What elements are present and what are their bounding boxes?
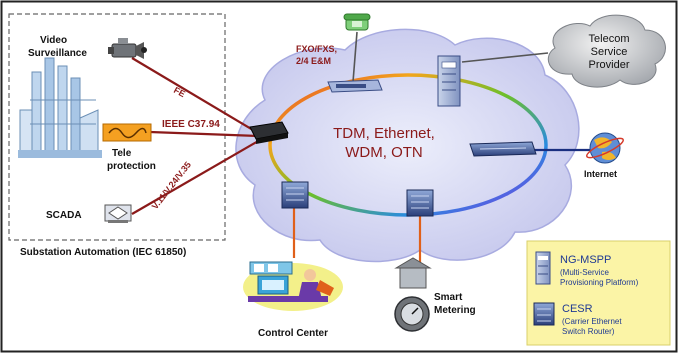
video-label-line2: Surveillance [28,48,87,59]
legend-cesr-icon [533,302,555,326]
video-label-line1: Video [40,35,67,46]
top-mspp-node-icon [327,79,383,93]
telecom-label-line1: Telecom [589,33,630,45]
bottom-right-cesr-node-icon [406,189,434,217]
tele-label-line2: protection [107,161,156,172]
edge-switch-icon [249,121,289,144]
serial-label: V.11/V.24/V.35 [150,160,193,212]
metering-label-line1: Smart [434,292,463,303]
fe-label: FE [172,85,187,99]
metering-label-line2: Metering [434,305,476,316]
legend-mspp-line1: (Multi-Service [560,268,609,277]
telecom-link [461,52,549,63]
ieee-label: IEEE C37.94 [162,119,220,130]
legend-mspp-line2: Provisioning Platform) [560,278,639,287]
telecom-label-line2: Service [591,46,628,58]
legend-cesr-line1: (Carrier Ethernet [562,317,622,326]
cloud-label-line2: WDM, OTN [345,144,422,161]
legend-box [526,240,671,346]
transport-cloud [235,28,580,263]
mspp-tower-icon [437,55,461,107]
ieee-link [149,130,259,138]
control-center-label: Control Center [258,328,328,339]
tele-label-line1: Tele [112,148,132,159]
legend-mspp-icon [535,251,551,285]
substation-plant-icon [18,57,102,158]
fxo-label-line1: FXO/FXS, [296,44,337,54]
scada-device-icon [104,204,132,223]
internet-globe-icon [586,132,624,164]
scada-label: SCADA [46,210,82,221]
cloud-label-line1: TDM, Ethernet, [333,125,435,142]
telecom-provider-cloud [547,14,666,88]
video-camera-icon [108,38,147,59]
fxo-label-line2: 2/4 E&M [296,56,331,66]
fe-link [131,57,259,134]
legend-cesr-line2: Switch Router) [562,327,615,336]
right-cesr-node-icon [469,141,537,157]
legend-mspp-title: NG-MSPP [560,254,611,266]
control-center-icon [243,261,343,311]
telephone-icon [343,13,371,31]
substation-title: Substation Automation (IEC 61850) [20,247,186,258]
smart-meter-icon [394,257,432,332]
bottom-left-cesr-node-icon [281,181,309,209]
substation-box [8,13,226,241]
legend-cesr-title: CESR [562,303,593,315]
internet-label: Internet [584,169,617,179]
phone-link [352,31,358,83]
serial-link [131,139,261,215]
teleprotection-device-icon [102,123,152,142]
telecom-label-line3: Provider [589,59,630,71]
